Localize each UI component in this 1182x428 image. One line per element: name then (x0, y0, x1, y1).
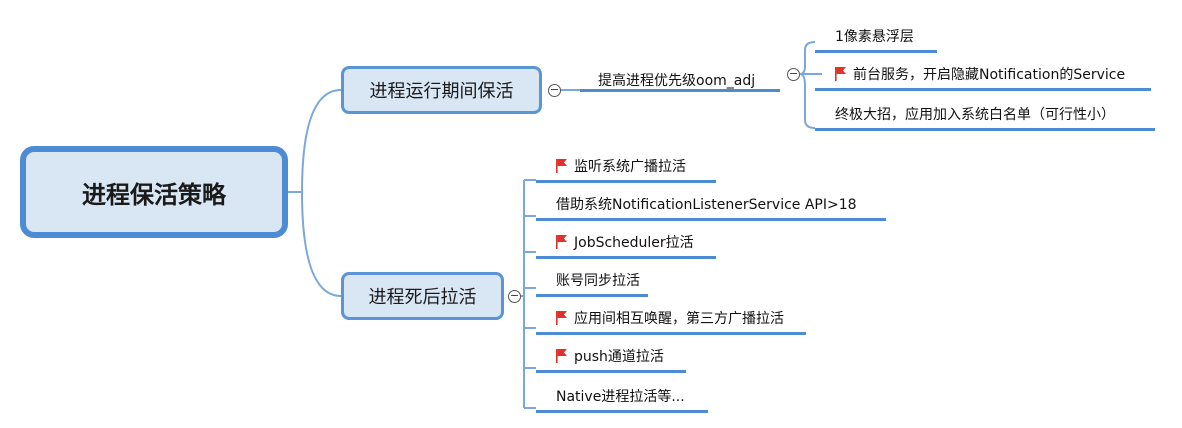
leaf-underline (536, 256, 716, 259)
subnode-underline (580, 89, 780, 92)
leaf-label: 借助系统NotificationListenerService API>18 (556, 197, 857, 213)
leaf-restart-4[interactable]: 应用间相互唤醒，第三方广播拉活 (556, 308, 784, 328)
leaf-runtime-1[interactable]: 前台服务，开启隐藏Notification的Service (835, 64, 1125, 84)
leaf-runtime-2[interactable]: 终极大招，应用加入系统白名单（可行性小） (835, 104, 1115, 124)
leaf-restart-6[interactable]: Native进程拉活等... (556, 386, 685, 406)
leaf-underline (815, 88, 1151, 91)
leaf-label: 1像素悬浮层 (835, 29, 914, 45)
leaf-label: 前台服务，开启隐藏Notification的Service (853, 67, 1126, 83)
leaf-underline (536, 332, 806, 335)
leaf-label: push通道拉活 (574, 349, 664, 365)
branch-node-restart-after-death[interactable]: 进程死后拉活 (341, 272, 504, 320)
red-flag-icon (556, 349, 567, 363)
leaf-label: 监听系统广播拉活 (574, 159, 686, 175)
root-node[interactable]: 进程保活策略 (20, 146, 288, 238)
leaf-underline (815, 50, 937, 53)
leaf-restart-2[interactable]: JobScheduler拉活 (556, 232, 694, 252)
leaf-label: JobScheduler拉活 (574, 235, 694, 251)
root-label: 进程保活策略 (82, 180, 226, 209)
leaf-label: 应用间相互唤醒，第三方广播拉活 (574, 311, 784, 327)
branch-node-runtime-keepalive[interactable]: 进程运行期间保活 (341, 66, 542, 114)
leaf-underline (536, 218, 886, 221)
collapse-toggle-icon[interactable]: − (787, 67, 800, 81)
leaf-underline (536, 370, 686, 373)
leaf-label: Native进程拉活等... (556, 389, 685, 405)
red-flag-icon (556, 311, 567, 325)
leaf-label: 账号同步拉活 (556, 273, 640, 289)
branch-label: 进程死后拉活 (368, 287, 477, 308)
leaf-restart-0[interactable]: 监听系统广播拉活 (556, 156, 686, 176)
leaf-runtime-0[interactable]: 1像素悬浮层 (835, 26, 914, 46)
red-flag-icon (556, 235, 567, 249)
leaf-underline (536, 410, 708, 413)
leaf-underline (536, 294, 648, 297)
leaf-underline (815, 128, 1155, 131)
branch-label: 进程运行期间保活 (369, 81, 514, 102)
leaf-label: 终极大招，应用加入系统白名单（可行性小） (835, 107, 1115, 123)
leaf-underline (536, 180, 716, 183)
red-flag-icon (835, 67, 846, 81)
subnode-label[interactable]: 提高进程优先级oom_adj (598, 73, 756, 89)
red-flag-icon (556, 159, 567, 173)
collapse-toggle-icon[interactable]: − (548, 83, 561, 97)
leaf-restart-1[interactable]: 借助系统NotificationListenerService API>18 (556, 194, 857, 214)
leaf-restart-5[interactable]: push通道拉活 (556, 346, 664, 366)
leaf-restart-3[interactable]: 账号同步拉活 (556, 270, 640, 290)
collapse-toggle-icon[interactable]: − (508, 289, 521, 303)
